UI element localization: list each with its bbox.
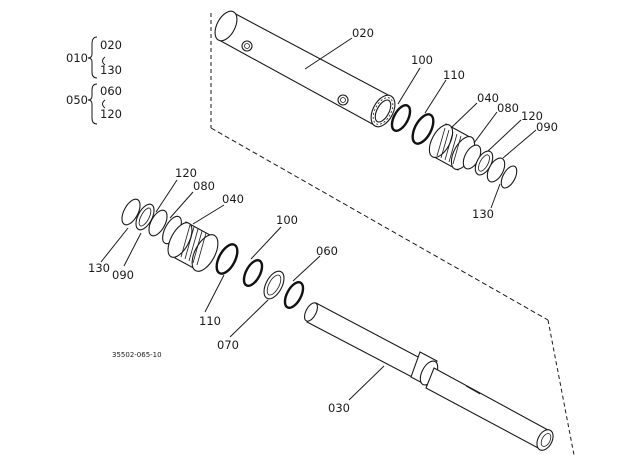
callout-080-upper: 080 bbox=[497, 101, 519, 115]
assembly-legend: 010 020 130 050 060 120 bbox=[66, 36, 122, 125]
o-ring-100-upper bbox=[390, 104, 412, 132]
callout-130-upper: 130 bbox=[472, 207, 494, 221]
legend-assy-code-010: 010 bbox=[66, 51, 88, 65]
upper-seal-stack bbox=[390, 104, 518, 189]
callout-120-upper: 120 bbox=[521, 109, 543, 123]
callout-120-left: 120 bbox=[175, 166, 197, 180]
legend-brace-2 bbox=[87, 83, 98, 125]
ring-070 bbox=[263, 270, 285, 300]
callout-110-lower: 110 bbox=[199, 314, 221, 328]
callout-090-left: 090 bbox=[112, 268, 134, 282]
leader-lines bbox=[100, 37, 537, 401]
piston-rod-030 bbox=[304, 302, 554, 451]
callout-130-left: 130 bbox=[88, 261, 110, 275]
legend-wave-2 bbox=[102, 99, 106, 109]
o-ring-100-lower bbox=[242, 259, 264, 287]
legend-member-020: 020 bbox=[100, 38, 122, 52]
callout-100-upper: 100 bbox=[411, 53, 433, 67]
callout-040-upper: 040 bbox=[477, 91, 499, 105]
callout-080-left: 080 bbox=[193, 179, 215, 193]
o-ring-060 bbox=[283, 281, 305, 309]
callout-030: 030 bbox=[328, 401, 350, 415]
callout-070: 070 bbox=[217, 338, 239, 352]
ring-120-left bbox=[148, 209, 168, 237]
legend-brace-1 bbox=[87, 36, 98, 79]
callout-040-left: 040 bbox=[222, 192, 244, 206]
legend-member-120: 120 bbox=[100, 107, 122, 121]
legend-wave-1 bbox=[102, 56, 106, 66]
cylinder-tube-020 bbox=[214, 10, 396, 128]
callout-060-mid: 060 bbox=[316, 244, 338, 258]
backup-ring-110-lower bbox=[215, 243, 239, 275]
backup-ring-110-upper bbox=[411, 113, 435, 145]
legend-member-060: 060 bbox=[100, 84, 122, 98]
callout-020: 020 bbox=[352, 26, 374, 40]
legend-member-130: 130 bbox=[100, 63, 122, 77]
callout-100-mid: 100 bbox=[276, 213, 298, 227]
drawing-reference-code: 35502-065-10 bbox=[112, 351, 162, 359]
ring-130-left bbox=[121, 198, 141, 226]
callout-110-upper: 110 bbox=[443, 68, 465, 82]
callout-090-upper: 090 bbox=[536, 120, 558, 134]
callout-labels: 020 100 110 040 080 120 090 130 120 080 … bbox=[88, 26, 558, 415]
assembly-boundary bbox=[210, 13, 575, 456]
legend-assy-code-050: 050 bbox=[66, 93, 88, 107]
lower-seal-stack bbox=[121, 198, 305, 309]
